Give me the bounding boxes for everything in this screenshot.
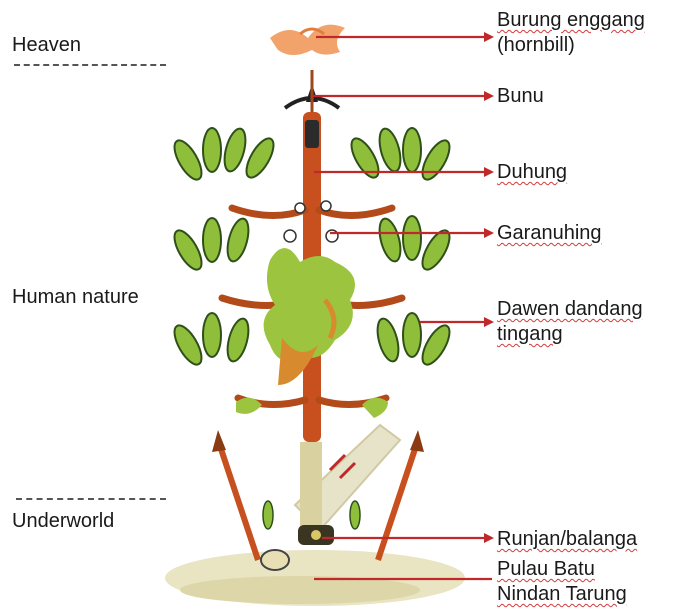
label-dawen-line2: tingang [497, 323, 563, 345]
arrowhead-runjan [484, 533, 494, 543]
label-pulau-line2: Nindan Tarung [497, 583, 627, 605]
zone-underworld: Underworld [12, 510, 114, 533]
arrowhead-duhung [484, 167, 494, 177]
label-garanuhing: Garanuhing [497, 221, 602, 246]
zone-human-nature: Human nature [12, 286, 139, 309]
hornbill-bird [270, 25, 345, 55]
ground-mound-shadow [180, 576, 420, 604]
left-spear [218, 440, 258, 560]
label-duhung: Duhung [497, 160, 567, 185]
label-runjan: Runjan/balanga [497, 527, 637, 552]
label-pulau-line1: Pulau Batu [497, 558, 595, 580]
label-duhung-text: Duhung [497, 161, 567, 183]
left-spear-head [212, 430, 226, 452]
trunk-handle [305, 120, 319, 148]
label-runjan-text: Runjan/balanga [497, 528, 637, 550]
bunu-spear-tip [285, 70, 339, 112]
label-dawen-line1: Dawen dandang [497, 298, 643, 320]
lower-trunk [300, 442, 322, 537]
label-burung-line1: Burung enggang [497, 9, 645, 31]
divider-heaven [14, 64, 166, 66]
divider-underworld [16, 498, 166, 500]
leaf [350, 501, 360, 529]
arrowhead-dawen [484, 317, 494, 327]
label-bunu: Bunu [497, 84, 544, 109]
label-burung-line2: (hornbill) [497, 34, 575, 56]
arrowhead-garanuhing [484, 228, 494, 238]
right-spear-head [410, 430, 424, 452]
label-burung-enggang: Burung enggang (hornbill) [497, 8, 645, 58]
label-dawen-dandang: Dawen dandang tingang [497, 297, 643, 347]
arrowhead-bunu [484, 91, 494, 101]
label-pulau-batu: Pulau Batu Nindan Tarung [497, 557, 627, 607]
zone-heaven: Heaven [12, 34, 81, 57]
label-garanuhing-text: Garanuhing [497, 222, 602, 244]
leaf [263, 501, 273, 529]
arrowhead-burung [484, 32, 494, 42]
label-bunu-text: Bunu [497, 85, 544, 107]
